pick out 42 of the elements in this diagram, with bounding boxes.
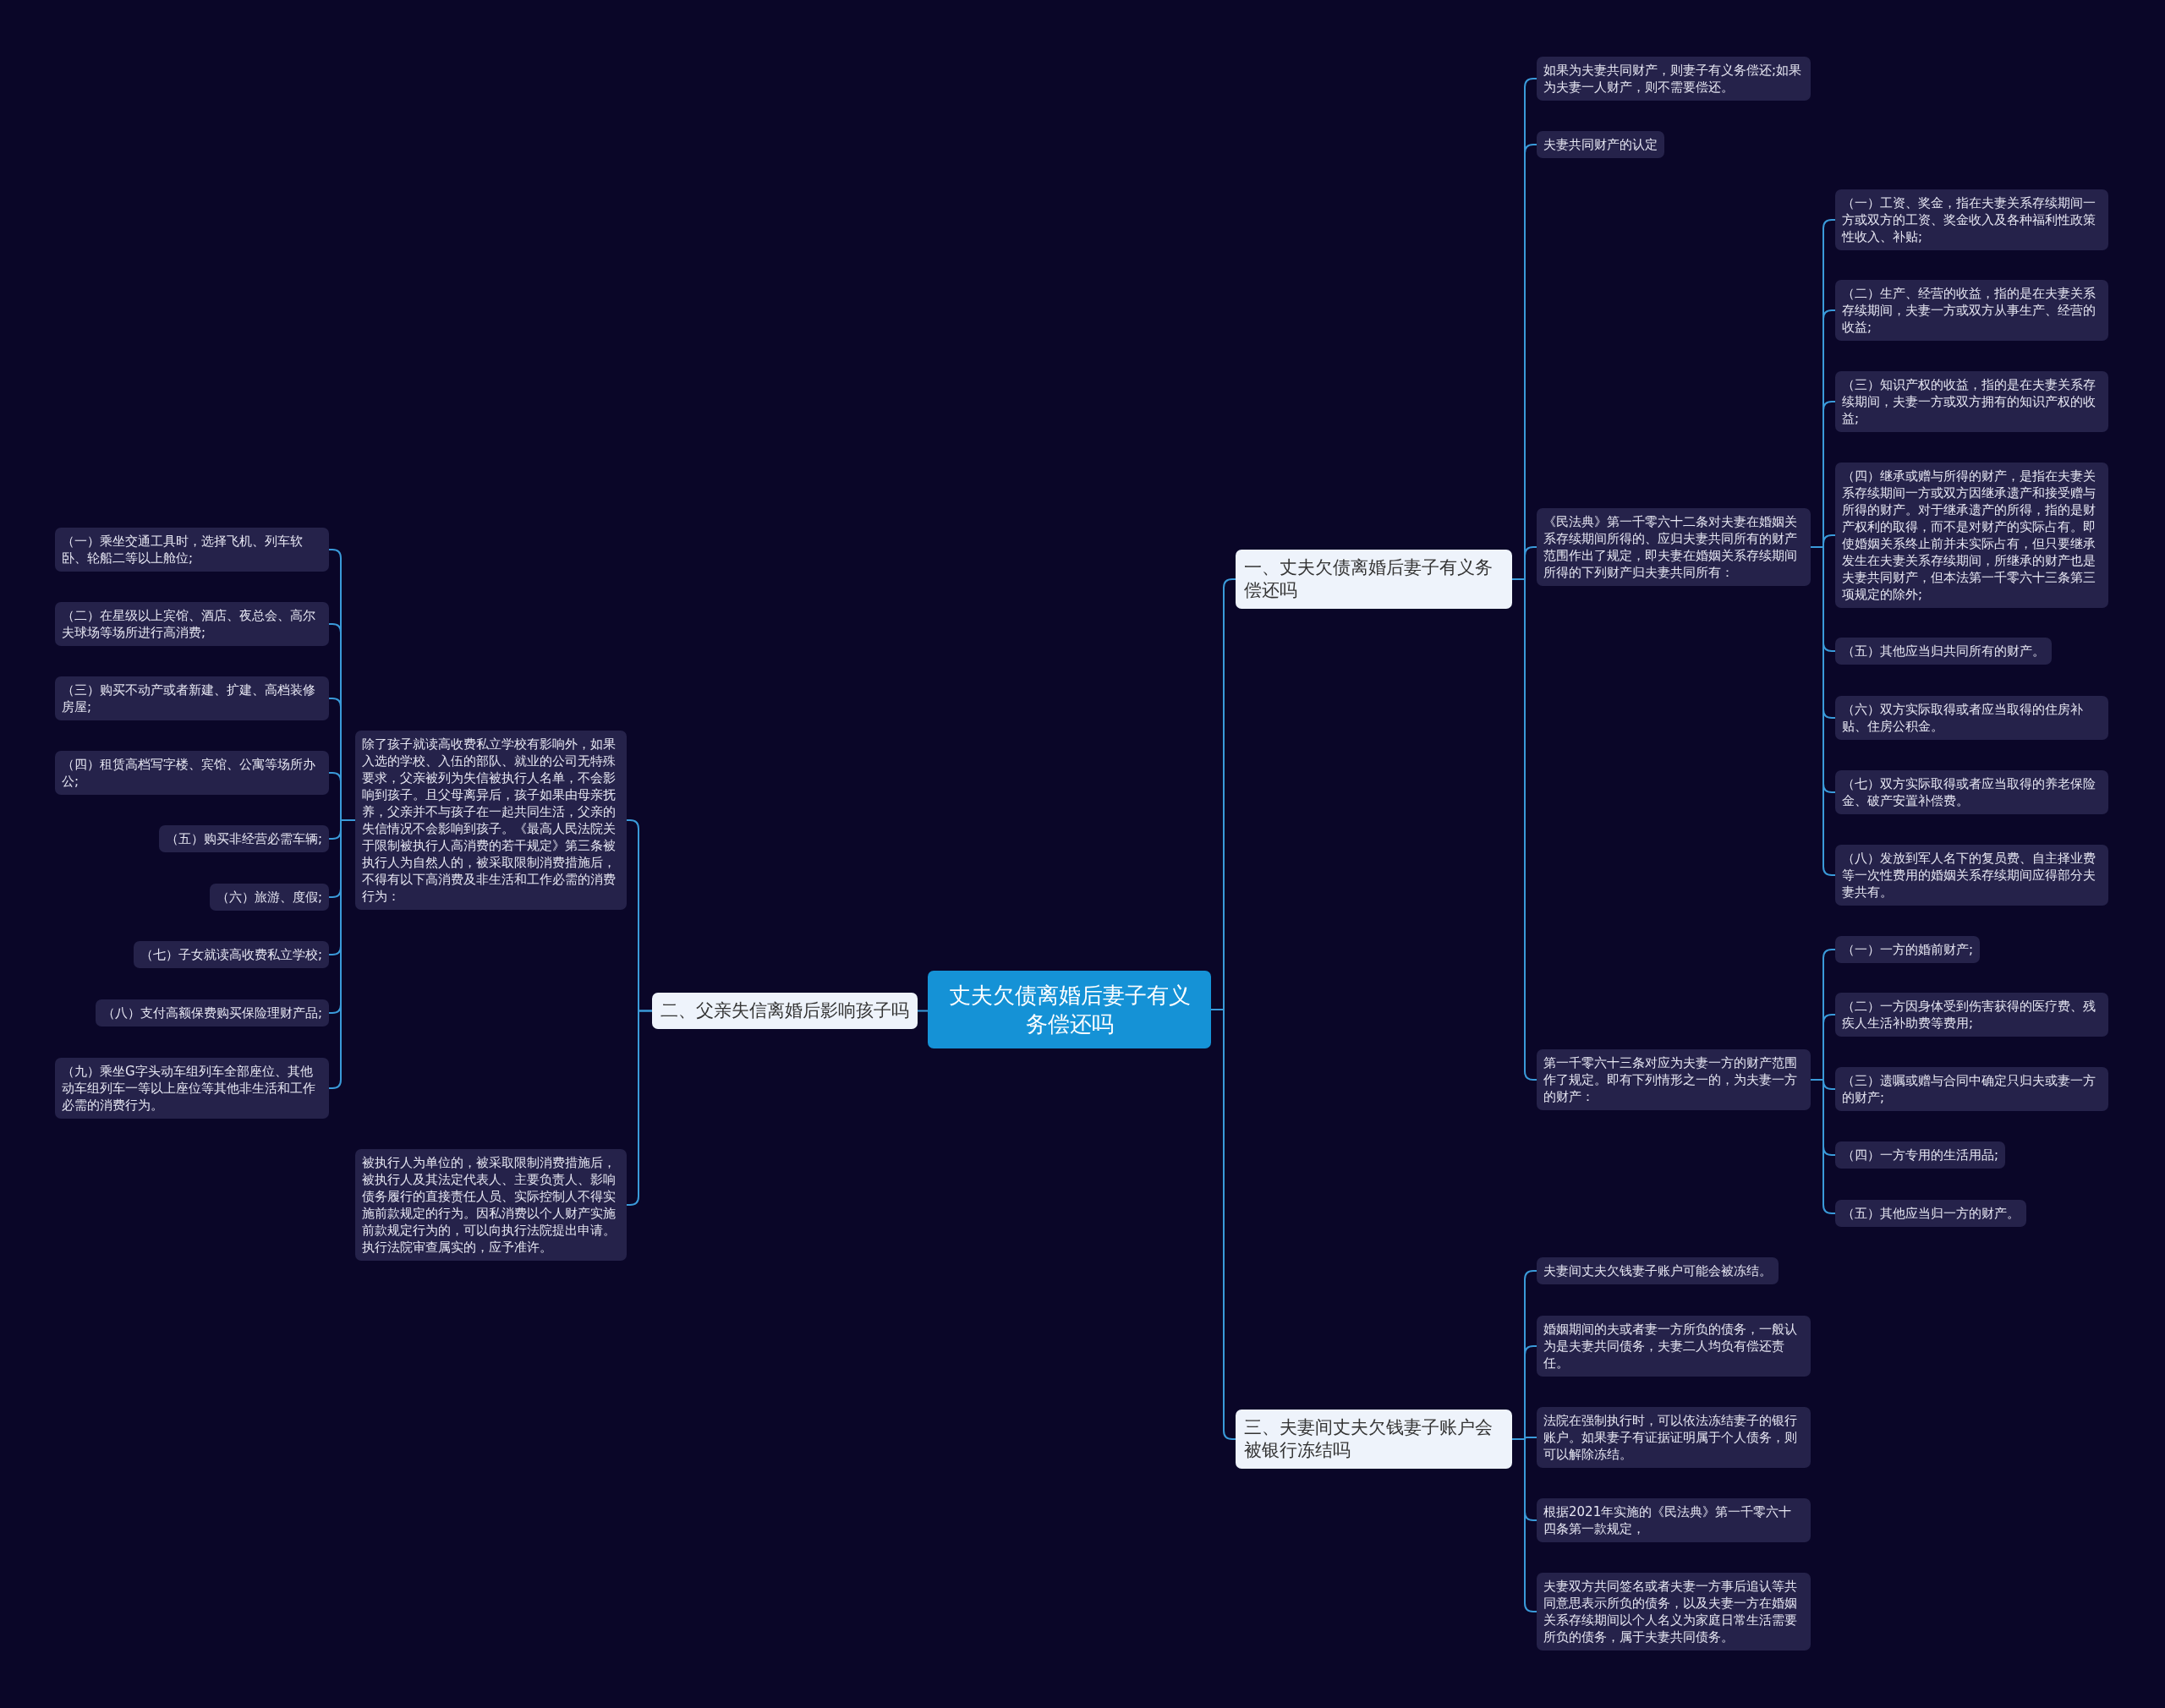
text-box: 婚姻期间的夫或者妻一方所负的债务，一般认为是夫妻共同债务，夫妻二人均负有偿还责任。 — [1537, 1316, 1811, 1377]
text-box: （四）一方专用的生活用品; — [1835, 1141, 2006, 1169]
text-box: （四）继承或赠与所得的财产，是指在夫妻关系存续期间一方或双方因继承遗产和接受赠与所得的财产。对于继承遗产的所得，指的是财产权利的取得，而不是对财产的实际占有。即使婚姻关系终止前并未实际占有，但只要继承发生在夫妻关系存续期间，所继承的财产也是夫妻共同财产，但本法第一千零六十三条第三项规定的除外; — [1835, 463, 2108, 608]
text-box: 根据2021年实施的《民法典》第一千零六十四条第一款规定， — [1537, 1498, 1811, 1542]
branch-topic-box: 三、夫妻间丈夫欠钱妻子账户会被银行冻结吗 — [1236, 1410, 1512, 1469]
text-box: 《民法典》第一千零六十二条对夫妻在婚姻关系存续期间所得的、应归夫妻共同所有的财产范围作出了规定，即夫妻在婚姻关系存续期间所得的下列财产归夫妻共同所有： — [1537, 508, 1811, 586]
connector-line — [328, 819, 356, 1089]
text-box: 夫妻共同财产的认定 — [1537, 131, 1664, 158]
text-box: （一）工资、奖金，指在夫妻关系存续期间一方或双方的工资、奖金收入及各种福利性政策性收入、补贴; — [1835, 189, 2108, 250]
text-box: （三）知识产权的收益，指的是在夫妻关系存续期间，夫妻一方或双方拥有的知识产权的收益; — [1835, 371, 2108, 432]
text-box: 夫妻间丈夫欠钱妻子账户可能会被冻结。 — [1537, 1257, 1779, 1284]
text-box: （三）购买不动产或者新建、扩建、高档装修房屋; — [55, 676, 329, 720]
text-box: 除了孩子就读高收费私立学校有影响外，如果入选的学校、入伍的部队、就业的公司无特殊要求，父亲被列为失信被执行人名单，不会影响到孩子。且父母离异后，孩子如果由母亲抚养，父亲并不与孩子在一起共同生活，父亲的失信情况不会影响到孩子。《最高人民法院关于限制被执行人高消费的若干规定》第三条被执行人为自然人的，被采取限制消费措施后，不得有以下高消费及非生活和工作必需的消费行为： — [355, 731, 627, 910]
connector-line — [1810, 1079, 1836, 1214]
text-box: （一）乘坐交通工具时，选择飞机、列车软卧、轮船二等以上舱位; — [55, 528, 329, 572]
text-box: （四）租赁高档写字楼、宾馆、公寓等场所办公; — [55, 751, 329, 795]
text-box: （六）旅游、度假; — [209, 884, 329, 911]
text-box: （六）双方实际取得或者应当取得的住房补贴、住房公积金。 — [1835, 696, 2108, 740]
text-box: （一）一方的婚前财产; — [1835, 936, 1981, 963]
text-box: 如果为夫妻共同财产，则妻子有义务偿还;如果为夫妻一人财产，则不需要偿还。 — [1537, 57, 1811, 101]
text-box: （二）一方因身体受到伤害获得的医疗费、残疾人生活补助费等费用; — [1835, 993, 2108, 1037]
text-box: 法院在强制执行时，可以依法冻结妻子的银行账户。如果妻子有证据证明属于个人债务，则可以解除冻结。 — [1537, 1407, 1811, 1468]
text-box: 第一千零六十三条对应为夫妻一方的财产范围作了规定。即有下列情形之一的，为夫妻一方的财产： — [1537, 1049, 1811, 1110]
text-box: （五）购买非经营必需车辆; — [158, 825, 329, 852]
text-box: （八）发放到军人名下的复员费、自主择业费等一次性费用的婚姻关系存续期间应得部分夫妻共有。 — [1835, 845, 2108, 906]
connector-line — [1511, 1438, 1537, 1612]
text-box: （七）子女就读高收费私立学校; — [133, 941, 329, 968]
connector-line — [626, 1010, 653, 1206]
text-box: （二）生产、经营的收益，指的是在夫妻关系存续期间，夫妻一方或双方从事生产、经营的收益; — [1835, 280, 2108, 341]
branch-topic-box: 一、丈夫欠债离婚后妻子有义务偿还吗 — [1236, 550, 1512, 609]
text-box: （七）双方实际取得或者应当取得的养老保险金、破产安置补偿费。 — [1835, 770, 2108, 814]
text-box: （五）其他应当归共同所有的财产。 — [1835, 638, 2052, 665]
text-box: （八）支付高额保费购买保险理财产品; — [95, 999, 329, 1026]
connector-line — [917, 1009, 930, 1012]
text-box: （二）在星级以上宾馆、酒店、夜总会、高尔夫球场等场所进行高消费; — [55, 602, 329, 646]
text-box: 被执行人为单位的，被采取限制消费措施后，被执行人及其法定代表人、主要负责人、影响债务履行的直接责任人员、实际控制人不得实施前款规定的行为。因私消费以个人财产实施前款规定行为的，可以向执行法院提出申请。执行法院审查属实的，应予准许。 — [355, 1149, 627, 1261]
text-box: （三）遗嘱或赠与合同中确定只归夫或妻一方的财产; — [1835, 1067, 2108, 1111]
text-box: （九）乘坐G字头动车组列车全部座位、其他动车组列车一等以上座位等其他非生活和工作必需的消费行为。 — [55, 1058, 329, 1119]
branch-topic-box: 二、父亲失信离婚后影响孩子吗 — [652, 993, 918, 1029]
central-topic-box: 丈夫欠债离婚后妻子有义务偿还吗 — [928, 971, 1211, 1048]
text-box: （五）其他应当归一方的财产。 — [1835, 1200, 2026, 1227]
text-box: 夫妻双方共同签名或者夫妻一方事后追认等共同意思表示所负的债务，以及夫妻一方在婚姻关系存续期间以个人名义为家庭日常生活需要所负的债务，属于夫妻共同债务。 — [1537, 1573, 1811, 1651]
